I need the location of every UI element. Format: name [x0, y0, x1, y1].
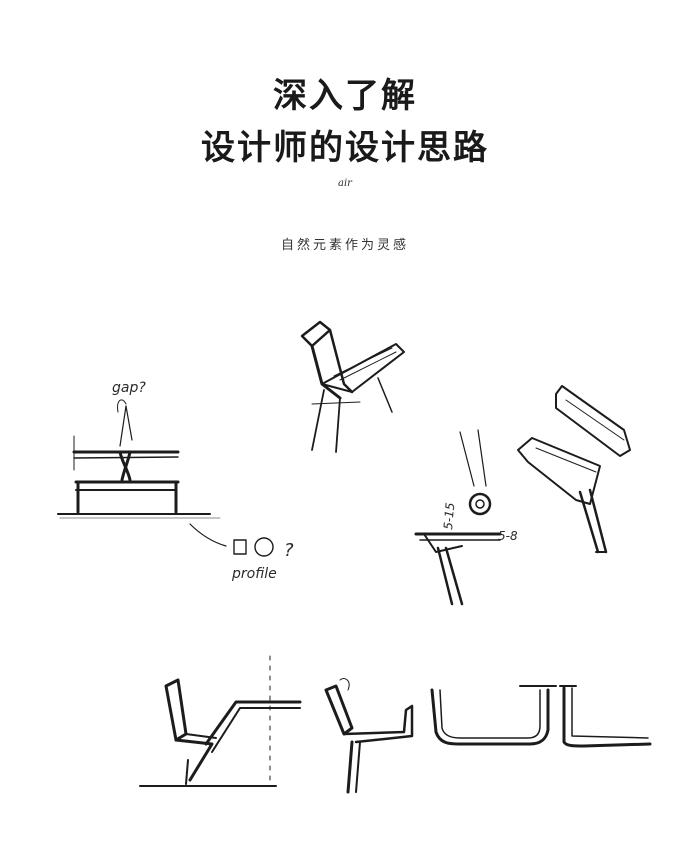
chair-side-view-sketch — [139, 655, 302, 787]
dimension-note-1: 5-15 — [441, 502, 457, 530]
dimension-note-2: 5-8 — [498, 529, 518, 543]
page-title-line-2: 设计师的设计思路 — [201, 128, 489, 168]
profile-note: profile — [231, 566, 277, 582]
bench-sketch — [57, 399, 221, 519]
script-word: air — [338, 178, 352, 189]
page-subtitle: 自然元素作为灵感 — [280, 238, 409, 253]
chair-perspective-sketch — [300, 320, 405, 453]
joint-detail-sketch — [414, 429, 502, 606]
gap-note: gap? — [112, 380, 146, 396]
chair-front-view-sketch — [324, 677, 414, 794]
bench-front-view-sketch — [430, 685, 652, 748]
profile-note-sketch — [189, 523, 274, 557]
question-mark: ? — [284, 540, 294, 561]
armrest-detail-sketch — [517, 385, 631, 554]
page-title-line-1: 深入了解 — [273, 76, 417, 116]
